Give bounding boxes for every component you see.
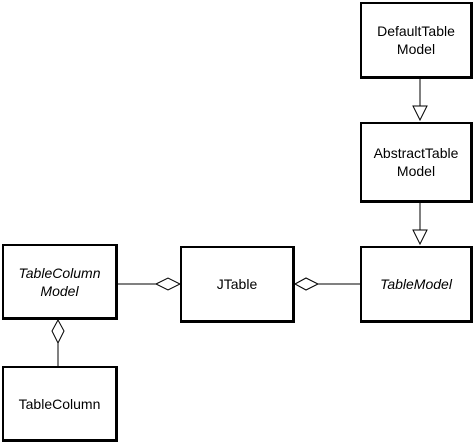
table-column-model-label-line2: Model: [40, 282, 79, 299]
table-model-label: TableModel: [380, 276, 452, 292]
aggregation-diamond-columnmodel: [51, 318, 65, 345]
interface-table-model: TableModel: [360, 246, 473, 323]
default-table-model-label-line1: DefaultTable: [377, 23, 455, 39]
table-column-label: TableColumn: [18, 395, 101, 412]
table-column-model-label-line1: TableColumn: [18, 264, 101, 281]
default-table-model-label-line2: Model: [396, 41, 436, 57]
class-table-column: TableColumn: [2, 366, 118, 442]
interface-table-column-model: TableColumn Model: [2, 244, 118, 320]
class-abstract-table-model: AbstractTable Model: [360, 122, 473, 203]
class-jtable: JTable: [180, 246, 295, 323]
abstract-table-model-label-line2: Model: [396, 163, 436, 179]
aggregation-diamond-jtable-right: [293, 277, 320, 291]
aggregation-diamond-jtable-left: [154, 277, 182, 291]
inheritance-arrowhead-tablemodel: [412, 229, 428, 246]
class-default-table-model: DefaultTable Model: [360, 2, 473, 79]
jtable-label: JTable: [216, 276, 258, 292]
inheritance-arrowhead-abstract: [412, 105, 428, 122]
abstract-table-model-label-line1: AbstractTable: [373, 145, 459, 161]
